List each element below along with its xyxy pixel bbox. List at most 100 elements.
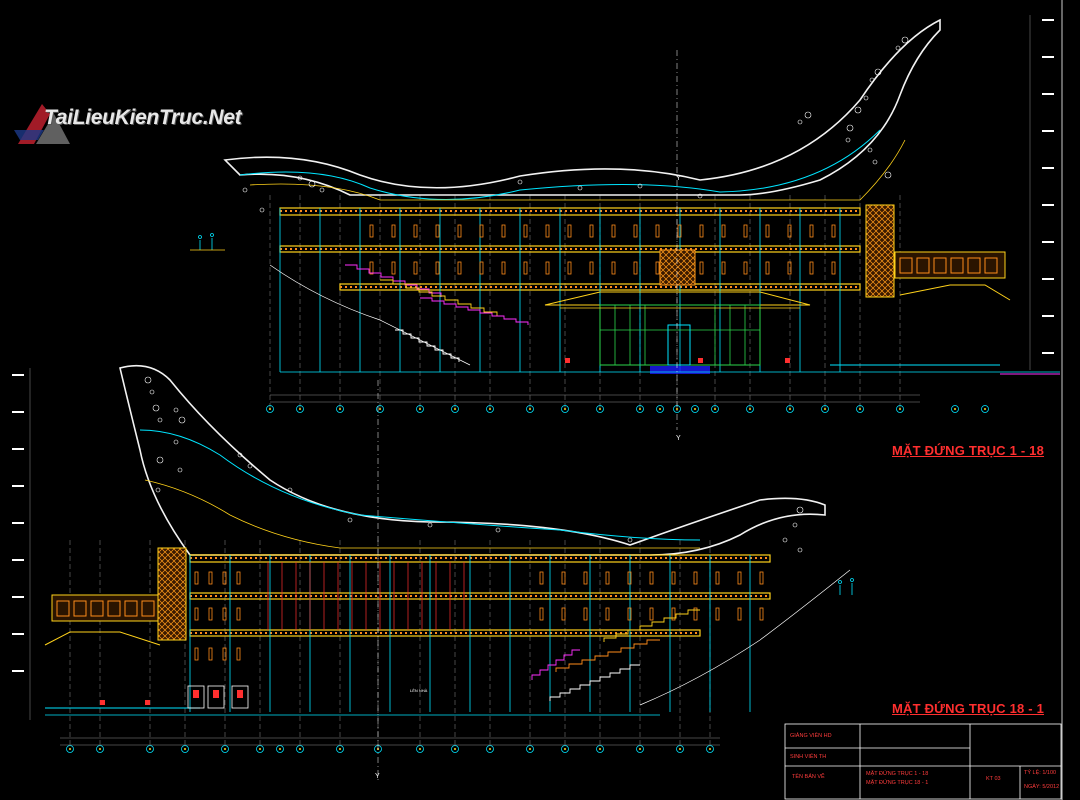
window [236,647,241,661]
window [649,571,654,585]
elevation-1-18 [190,15,1060,430]
roof-hole [247,463,253,469]
wing-window [950,257,964,274]
roof-hole [173,407,179,413]
axis-label-top-bottom: Y [676,435,681,442]
axis-bubble [181,745,189,753]
axis-bubble-dot [454,748,456,750]
axis-bubble [266,405,274,413]
window [413,224,418,238]
roof-hole [308,180,316,188]
axis-bubble-dot [454,408,456,410]
axis-bubble [336,405,344,413]
top-ornament-tower [865,204,895,298]
window [655,261,660,275]
stair-flight [531,649,580,680]
wing-window [56,600,70,617]
window [809,224,814,238]
axis-bubble-dot [714,408,716,410]
top-roof-ornaments [242,36,909,213]
window [605,571,610,585]
roof-hole [347,517,353,523]
window [561,571,566,585]
axis-bubble [146,745,154,753]
window [831,224,836,238]
roof-hole [782,537,788,543]
roof-hole [237,452,243,458]
axis-bubble-dot [564,748,566,750]
window [633,261,638,275]
window [611,224,616,238]
window [545,261,550,275]
axis-bubble-dot [259,748,261,750]
axis-bubble-dot [339,408,341,410]
window [715,571,720,585]
wing-window [141,600,155,617]
window [627,571,632,585]
window [677,224,682,238]
window [589,224,594,238]
axis-bubble [416,405,424,413]
tb-instructor-label: GIẢNG VIÊN HD [790,733,832,739]
axis-bubble [596,405,604,413]
roof-hole [895,45,901,51]
axis-bubble-dot [639,408,641,410]
window [743,261,748,275]
axis-bubble-dot [489,408,491,410]
window [208,571,213,585]
axis-bubble [636,745,644,753]
watermark: TaiLieuKienTruc.Net [14,100,264,160]
top-level-marks [1042,19,1054,354]
window [693,607,698,621]
roof-hole [178,416,186,424]
window [413,261,418,275]
window [583,571,588,585]
window [567,261,572,275]
roof-hole [577,185,583,191]
window [208,647,213,661]
axis-bubble [66,745,74,753]
tb-date: NGÀY: 5/2012 [1024,784,1060,790]
axis-bubble [676,745,684,753]
axis-bubble-dot [824,408,826,410]
window [222,647,227,661]
stair-note: LÊN NHÀ [410,688,428,693]
axis-bubble [951,405,959,413]
roof-hole [495,527,501,533]
roof-hole [152,404,160,412]
window [236,571,241,585]
roof-hole [797,547,803,553]
axis-bubble-dot [279,748,281,750]
tb-sheet-code: KT 03 [986,776,1001,782]
axis-bubble [746,405,754,413]
axis-bubble-dot [419,408,421,410]
roof-hole [149,389,155,395]
axis-bubble [296,745,304,753]
window [671,571,676,585]
axis-bubble-dot [709,748,711,750]
window [435,261,440,275]
roof-hole [173,439,179,445]
wing-window [916,257,930,274]
stair-flight [380,279,498,316]
axis-bubble [376,405,384,413]
axis-bubble-dot [659,408,661,410]
axis-bubble [706,745,714,753]
bottom-left-wing [44,594,200,709]
window [787,224,792,238]
bottom-human-figures [838,578,854,595]
axis-bubble-dot [379,408,381,410]
axis-bubble-dot [676,408,678,410]
window [759,607,764,621]
window [611,261,616,275]
top-right-wing [830,251,1011,366]
window [391,261,396,275]
axis-bubble-dot [299,408,301,410]
window [715,607,720,621]
stair-flight [395,329,460,362]
axis-bubble-dot [694,408,696,410]
roof-hole [156,456,164,464]
window [737,607,742,621]
window [583,607,588,621]
window [369,224,374,238]
